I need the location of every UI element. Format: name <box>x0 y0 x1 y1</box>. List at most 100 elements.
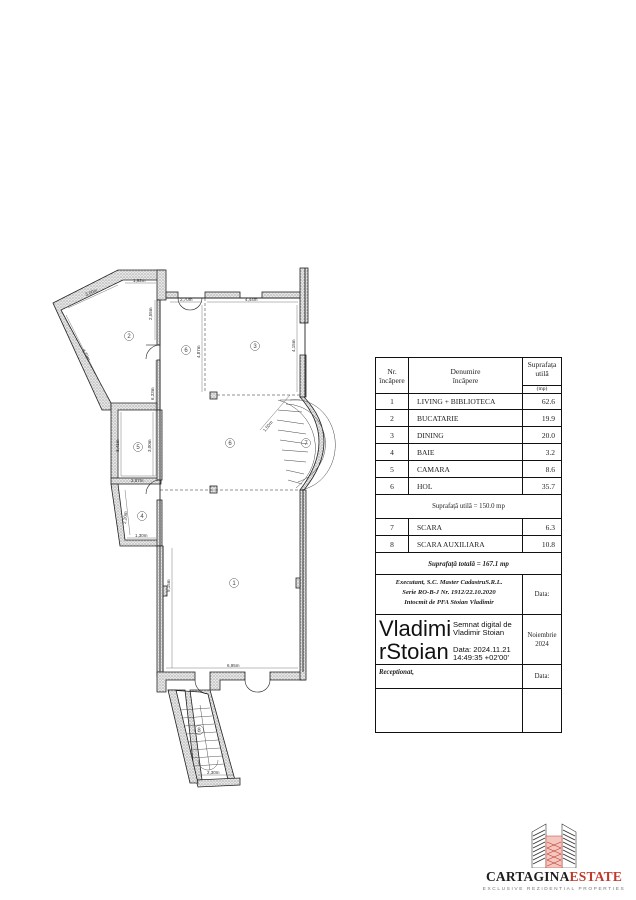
dim-kitchen-diag-top: 3,00m <box>85 288 99 297</box>
empty-row <box>376 689 561 732</box>
brand-part2: ESTATE <box>569 869 623 884</box>
svg-text:5: 5 <box>136 445 140 451</box>
svg-text:2: 2 <box>127 334 131 340</box>
signed-by-line1: Semnat digital de <box>453 620 512 629</box>
room-marker-8: 8 <box>194 725 204 735</box>
row-name: HOL <box>409 478 523 494</box>
executant-line1: Executant, S.C. Master CadastruS.R.L. <box>395 579 503 586</box>
dim-hall-door: 2,70m <box>180 297 193 302</box>
executant-line2: Serie RO-B-J Nr. 1912/22.10.2020 <box>402 589 496 596</box>
dim-bath-side: 2,20m <box>122 511 128 524</box>
executant-info: Executant, S.C. Master CadastruS.R.L. Se… <box>376 575 523 614</box>
row-nr: 1 <box>376 394 409 409</box>
receptionat-row: Receptionat, Data: <box>376 665 561 689</box>
receptionat-date-label: Data: <box>534 673 550 680</box>
empty-cell <box>523 689 561 732</box>
row-nr: 2 <box>376 410 409 426</box>
cartagina-estate-logo: CARTAGINAESTATE EXCLUSIVE REZIDENTIAL PR… <box>472 820 636 900</box>
table-row: 3 DINING 20.0 <box>376 427 561 444</box>
room-marker-7: 7 <box>301 438 311 448</box>
svg-text:4: 4 <box>140 514 144 520</box>
room-marker-5: 5 <box>133 442 143 452</box>
row-name: BAIE <box>409 444 523 460</box>
table-row: 7 SCARA 6.3 <box>376 519 561 536</box>
room-marker-1: 1 <box>229 578 239 588</box>
table-row: 1 LIVING + BIBLIOTECA 62.6 <box>376 394 561 410</box>
receptionat-label: Receptionat, <box>376 665 523 688</box>
row-name: LIVING + BIBLIOTECA <box>409 394 523 409</box>
dim-living-bottom: 6,95m <box>227 663 240 668</box>
total-row: Suprafață totală = 167.1 mp <box>376 553 561 575</box>
svg-text:1: 1 <box>232 581 236 587</box>
header-nr: Nr.încăpere <box>376 358 409 393</box>
row-area: 6.3 <box>545 522 555 532</box>
row-nr: 6 <box>376 478 409 494</box>
subtotal-text: Suprafață utilă = 150.0 mp <box>432 503 505 510</box>
brand-name: CARTAGINAESTATE <box>472 869 636 885</box>
svg-text:7: 7 <box>304 441 308 447</box>
executant-line3: Intocmit de PFA Stoian Vladimir <box>404 599 494 606</box>
row-nr: 8 <box>376 536 409 552</box>
signed-by-line2: Vladimir Stoian <box>453 628 505 637</box>
svg-text:6: 6 <box>184 348 188 354</box>
row-area: 35.7 <box>541 481 555 491</box>
table-row: 8 SCARA AUXILIARA 10.8 <box>376 536 561 553</box>
row-name: BUCATARIE <box>409 410 523 426</box>
row-area: 20.0 <box>541 430 555 440</box>
room-marker-6-upper: 6 <box>181 345 191 355</box>
dim-kitchen-top: 1,92m <box>133 278 146 283</box>
brand-tagline: EXCLUSIVE REZIDENTIAL PROPERTIES <box>482 887 626 892</box>
room-marker-6: 6 <box>225 438 235 448</box>
dim-stairs-radius: 1,50m <box>262 420 274 433</box>
dim-bath-bottom: 1,30m <box>135 533 148 538</box>
dim-dining-top: 4,44m <box>245 297 258 302</box>
room-marker-4: 4 <box>137 511 147 521</box>
dim-hall-left: 6,33m <box>150 387 155 400</box>
svg-text:8: 8 <box>197 728 201 734</box>
table-row: 4 BAIE 3.2 <box>376 444 561 461</box>
dim-pantry-left: 3,41m <box>115 439 120 452</box>
room-marker-2: 2 <box>124 331 134 341</box>
table-row: 2 BUCATARIE 19.9 <box>376 410 561 427</box>
signature-name-line2: rStoian <box>379 639 449 664</box>
row-name: SCARA AUXILIARA <box>409 536 523 552</box>
dim-living-left: 9,15m <box>166 579 171 592</box>
svg-text:6: 6 <box>228 441 232 447</box>
dim-dining-left: 4,87m <box>196 345 201 358</box>
header-unit: (mp) <box>523 385 561 393</box>
signed-date-line2: 14:49:35 +02'00' <box>453 653 509 662</box>
floor-plan: 1,92m 3,00m 4,73m 2,55m 2,70m 4,44m 4,87… <box>52 267 336 788</box>
executant-date-label: Data: <box>534 591 550 598</box>
signed-date-line1: Data: 2024.11.21 <box>453 645 511 654</box>
room-marker-3: 3 <box>250 341 260 351</box>
dim-pantry-bottom: 2,07m <box>131 478 144 483</box>
executant-row: Executant, S.C. Master CadastruS.R.L. Se… <box>376 575 561 615</box>
brand-part1: CARTAGINA <box>485 869 570 884</box>
svg-text:3: 3 <box>253 344 257 350</box>
dim-pantry-right: 3,00m <box>147 439 152 452</box>
dim-kitchen-diag-side: 4,73m <box>81 348 91 362</box>
row-area: 10.8 <box>541 539 555 549</box>
row-area: 3.2 <box>545 447 555 457</box>
row-name: DINING <box>409 427 523 443</box>
row-nr: 4 <box>376 444 409 460</box>
table-row: 6 HOL 35.7 <box>376 478 561 495</box>
total-text: Suprafață totală = 167.1 mp <box>428 559 509 568</box>
empty-cell <box>376 689 523 732</box>
dim-kitchen-right: 2,55m <box>148 307 153 320</box>
row-nr: 3 <box>376 427 409 443</box>
table-row: 5 CAMARA 8.6 <box>376 461 561 478</box>
row-area: 62.6 <box>541 397 555 406</box>
row-name: CAMARA <box>409 461 523 477</box>
row-nr: 5 <box>376 461 409 477</box>
subtotal-row: Suprafață utilă = 150.0 mp <box>376 495 561 519</box>
row-name: SCARA <box>409 519 523 535</box>
row-area: 8.6 <box>545 464 555 474</box>
buildings-icon <box>531 823 577 868</box>
row-area: 19.9 <box>541 413 555 423</box>
signature-row: Vladimi rStoian Semnat digital de Vladim… <box>376 615 561 665</box>
